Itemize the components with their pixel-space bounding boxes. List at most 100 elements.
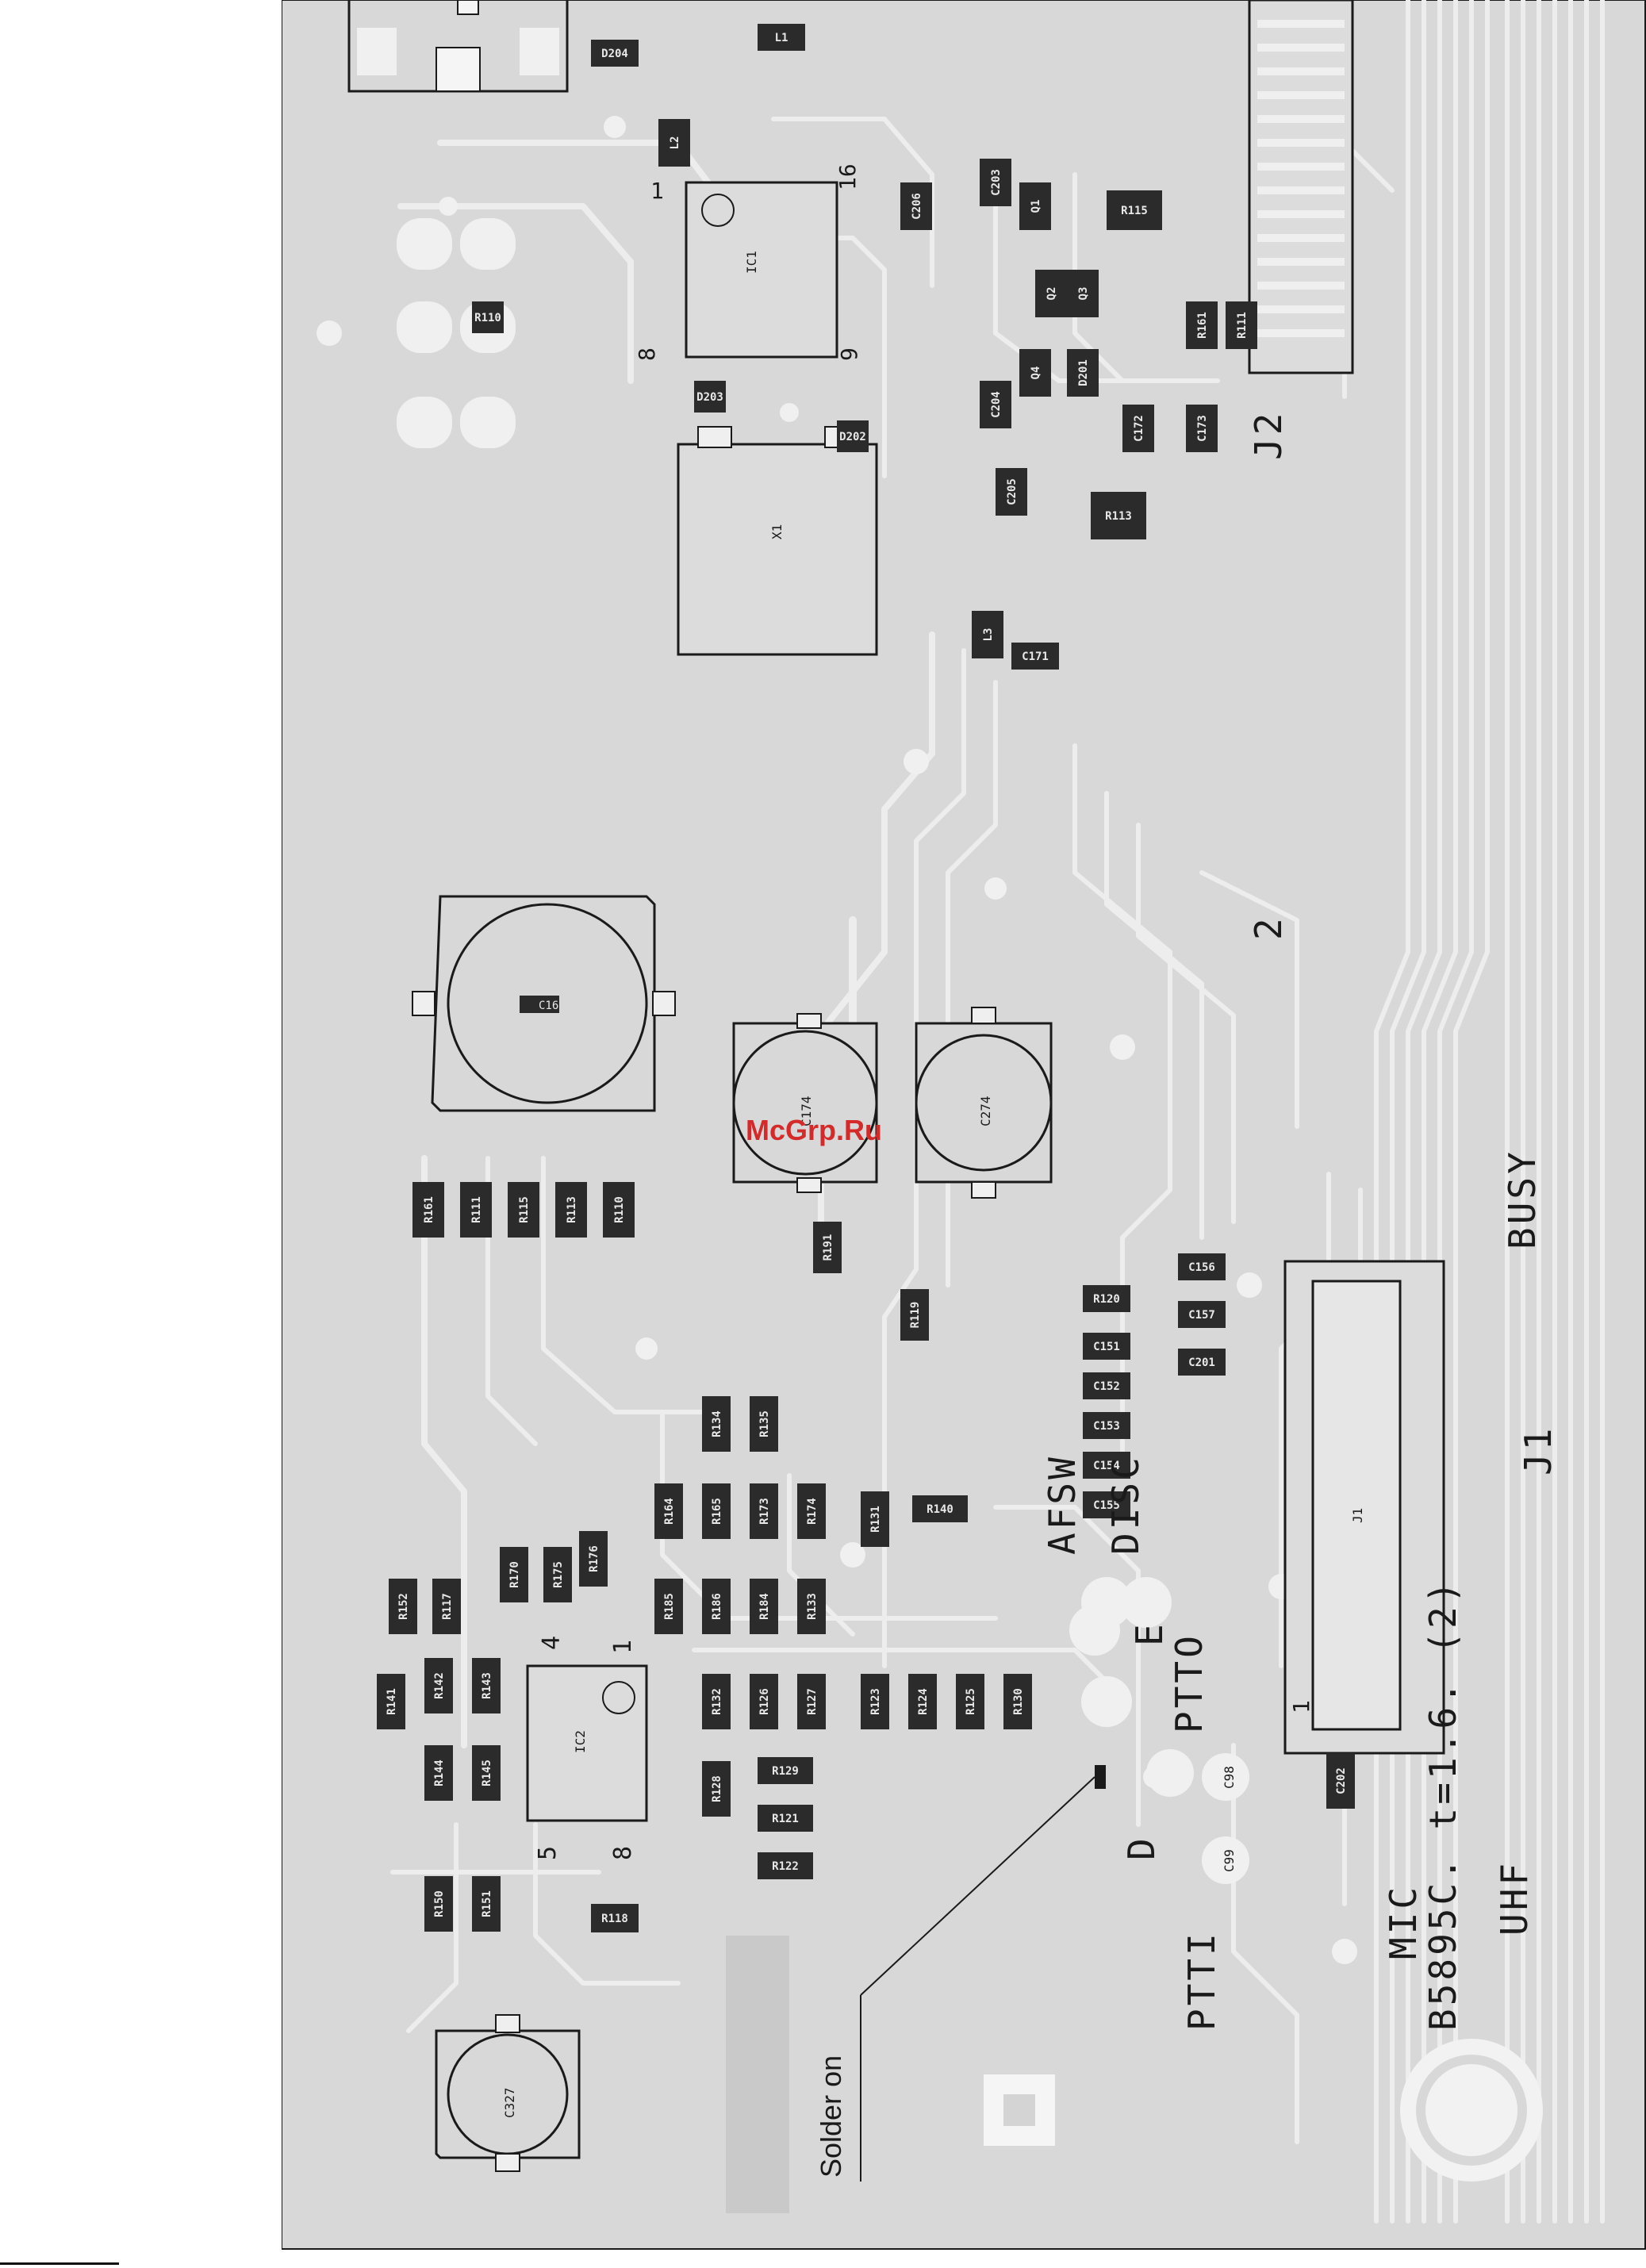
smd-body bbox=[908, 1674, 937, 1729]
c274-label: C274 bbox=[978, 1096, 993, 1126]
smd-body bbox=[750, 1579, 778, 1634]
smd-part: D202 bbox=[837, 420, 869, 452]
top-left-pad-pairs bbox=[397, 218, 516, 448]
smd-body bbox=[900, 1289, 929, 1341]
solder-on-text: Solder on bbox=[815, 2055, 847, 2178]
smd-body bbox=[750, 1674, 778, 1729]
smd-part: R164 bbox=[654, 1483, 683, 1539]
smd-body bbox=[861, 1491, 889, 1547]
smd-part: R173 bbox=[750, 1483, 778, 1539]
smd-body bbox=[1178, 1349, 1226, 1376]
smd-part-label: R185 bbox=[663, 1593, 676, 1620]
smd-part-label: R123 bbox=[869, 1688, 882, 1715]
smd-part-label: R128 bbox=[711, 1775, 723, 1802]
smd-part: C203 bbox=[980, 159, 1011, 206]
smd-part-label: R133 bbox=[806, 1593, 819, 1620]
smd-part: R143 bbox=[472, 1658, 501, 1713]
smd-part-label: R150 bbox=[433, 1890, 446, 1917]
smd-body bbox=[472, 1658, 501, 1713]
watermark: McGrp.Ru bbox=[746, 1114, 883, 1146]
c174-label: C174 bbox=[799, 1096, 814, 1126]
smd-body bbox=[424, 1658, 453, 1713]
smd-part: R130 bbox=[1003, 1674, 1032, 1729]
smd-part: R135 bbox=[750, 1396, 778, 1452]
smd-part-label: R129 bbox=[772, 1765, 799, 1778]
smd-body bbox=[1178, 1253, 1226, 1280]
smd-part-label: R113 bbox=[566, 1196, 578, 1223]
ic1-package: IC1 1 16 8 9 bbox=[634, 163, 862, 361]
smd-part: R185 bbox=[654, 1579, 683, 1634]
smd-part-label: R122 bbox=[772, 1860, 799, 1873]
smd-part: Q2 bbox=[1035, 270, 1067, 317]
smd-body bbox=[1035, 270, 1067, 317]
uhf-label: UHF bbox=[1493, 1860, 1536, 1936]
smd-part: C171 bbox=[1011, 643, 1059, 670]
j1-inner-label: J1 bbox=[1350, 1508, 1365, 1523]
smd-body bbox=[750, 1483, 778, 1539]
smd-part: C154 bbox=[1083, 1452, 1130, 1479]
mounting-hole bbox=[984, 2039, 1543, 2182]
smd-part: C206 bbox=[900, 182, 932, 230]
ic2-pin-1: 1 bbox=[609, 1640, 637, 1654]
smd-part-label: R115 bbox=[1121, 205, 1148, 217]
board-part-number: B5895C. t=1.6. (2) bbox=[1422, 1579, 1464, 2032]
smd-part-label: D204 bbox=[601, 48, 628, 60]
smd-part: R110 bbox=[472, 301, 504, 333]
smd-part-label: R143 bbox=[481, 1672, 493, 1699]
smd-part-label: R120 bbox=[1093, 1293, 1120, 1306]
smd-body bbox=[972, 611, 1003, 658]
smd-part-label: R131 bbox=[869, 1506, 882, 1533]
smd-part: C173 bbox=[1186, 405, 1218, 452]
smd-body bbox=[1226, 301, 1257, 349]
e-label: E bbox=[1128, 1624, 1171, 1646]
smd-part: D201 bbox=[1067, 349, 1099, 397]
smd-part: R119 bbox=[900, 1289, 929, 1341]
smd-part: Q4 bbox=[1019, 349, 1051, 397]
ic1-pin-16: 16 bbox=[835, 163, 861, 190]
smd-part: R151 bbox=[472, 1876, 501, 1932]
c327-capacitor: C327 bbox=[435, 2014, 581, 2172]
smd-part: R165 bbox=[702, 1483, 731, 1539]
smd-part: R113 bbox=[1091, 492, 1146, 539]
smd-body bbox=[543, 1547, 572, 1602]
c327-label: C327 bbox=[502, 2087, 517, 2118]
smd-part: L1 bbox=[758, 24, 805, 51]
smd-part: C151 bbox=[1083, 1333, 1130, 1360]
smd-part-label: D202 bbox=[839, 431, 866, 443]
j2-label: J2 bbox=[1247, 410, 1290, 460]
smd-part: R126 bbox=[750, 1674, 778, 1729]
smd-body bbox=[460, 1182, 492, 1238]
c16-capacitor: C16 bbox=[412, 895, 676, 1112]
smd-part-label: R142 bbox=[433, 1672, 446, 1699]
smd-part-label: R151 bbox=[481, 1890, 493, 1917]
smd-body bbox=[1186, 405, 1218, 452]
smd-part: R133 bbox=[797, 1579, 826, 1634]
smd-part-label: R170 bbox=[508, 1561, 521, 1588]
ic1-pin-9: 9 bbox=[836, 347, 862, 361]
smd-body bbox=[508, 1182, 539, 1238]
smd-part: R129 bbox=[758, 1757, 813, 1784]
pcb-svg: IC1 1 16 8 9 X1 C16 C174 C274 bbox=[282, 0, 1646, 2250]
smd-part: C204 bbox=[980, 381, 1011, 428]
x1-crystal: X1 bbox=[677, 426, 878, 656]
smd-body bbox=[900, 182, 932, 230]
smd-body bbox=[412, 1182, 444, 1238]
smd-part-label: R117 bbox=[441, 1593, 454, 1620]
smd-body bbox=[956, 1674, 984, 1729]
ic1-label: IC1 bbox=[744, 251, 759, 274]
smd-body bbox=[1083, 1285, 1130, 1312]
smd-part: R128 bbox=[702, 1761, 731, 1817]
smd-part-label: R140 bbox=[927, 1503, 953, 1516]
smd-part-label: R132 bbox=[711, 1688, 723, 1715]
smd-part-label: R124 bbox=[917, 1688, 930, 1715]
c98-label: C98 bbox=[1222, 1766, 1237, 1789]
smd-part-label: C171 bbox=[1022, 650, 1049, 663]
smd-part: D204 bbox=[591, 40, 639, 67]
smd-body bbox=[980, 159, 1011, 206]
smd-part: C172 bbox=[1122, 405, 1154, 452]
smd-part-label: C154 bbox=[1093, 1460, 1120, 1472]
smd-part: R191 bbox=[813, 1222, 842, 1273]
smd-body bbox=[702, 1761, 731, 1817]
smd-part: R161 bbox=[412, 1182, 444, 1238]
